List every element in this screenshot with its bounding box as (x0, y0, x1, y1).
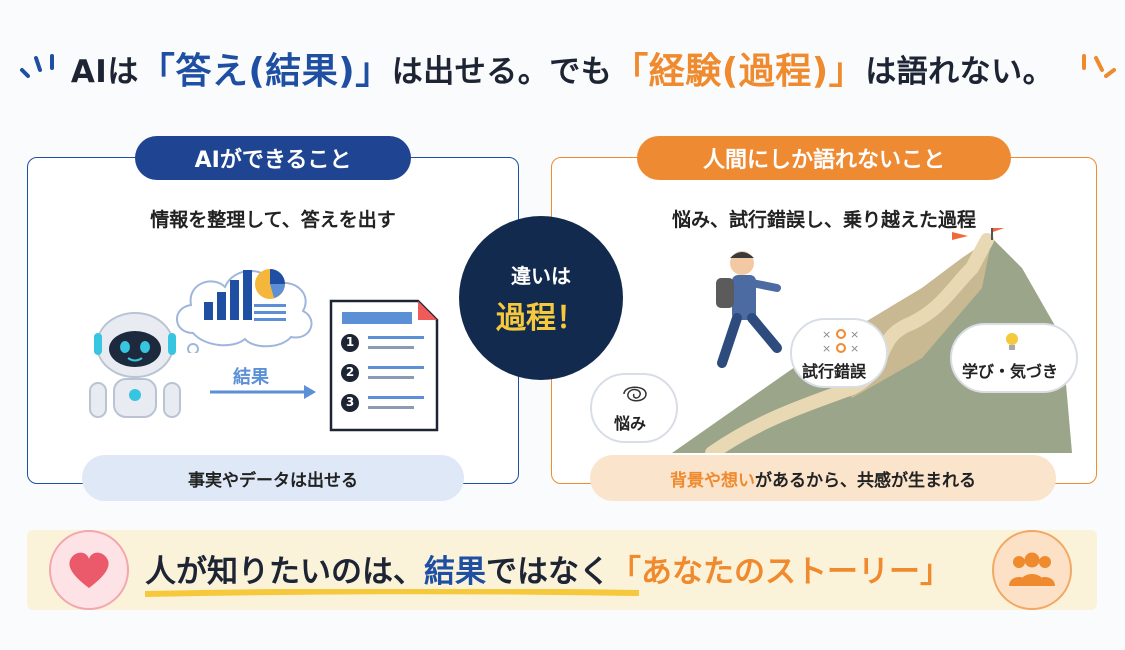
worry-bubble (590, 373, 678, 443)
svg-text:×: × (850, 328, 859, 341)
flag-icon (952, 232, 968, 240)
svg-text:×: × (850, 342, 859, 355)
learn-label: 学び・気づき (962, 362, 1059, 381)
page-title: AIは「答え(結果)」は出せる。でも「経験(過程)」は語れない。 (70, 51, 1055, 92)
bar-chart-icon (204, 270, 252, 320)
pie-chart-icon (254, 269, 286, 321)
people-badge (992, 530, 1072, 610)
document-icon (329, 299, 439, 432)
list-number-2: 2 (345, 365, 355, 379)
human-capability-pill: 人間にしか語れないこと (637, 136, 1011, 180)
scribble-icon (623, 386, 647, 402)
tic-tac-toe-icon: × × × × (822, 328, 859, 355)
badge-line1: 違いは (511, 263, 571, 288)
heart-icon (69, 552, 109, 588)
svg-text:×: × (822, 342, 831, 355)
human-bottom-rest: があるから、共感が生まれる (755, 470, 976, 491)
ai-subhead: 情報を整理して、答えを出す (150, 209, 396, 231)
svg-text:×: × (822, 328, 831, 341)
footer-banner: 人が知りたいのは、結果ではなく「あなたのストーリー」 (27, 530, 1097, 610)
ai-bottom-caption: 事実やデータは出せる (82, 455, 464, 501)
worry-label: 悩み (614, 414, 647, 433)
lightbulb-icon (1006, 333, 1018, 350)
list-number-3: 3 (345, 395, 355, 409)
human-bottom-highlight: 背景や想い (670, 470, 755, 491)
footer-message: 人が知りたいのは、結果ではなく「あなたのストーリー」 (145, 554, 951, 590)
human-subhead: 悩み、試行錯誤し、乗り越えた過程 (671, 209, 976, 231)
trial-label: 試行錯誤 (802, 362, 867, 381)
heart-badge (49, 530, 129, 610)
arrow-right-icon (210, 385, 316, 399)
robot-icon (89, 312, 181, 418)
difference-badge: 違いは 過程！ (459, 216, 623, 380)
people-icon (1009, 552, 1055, 586)
human-capability-panel: 人間にしか語れないこと 悩み、試行錯誤し、乗り越えた過程 悩み 試行錯誤 × ×… (551, 136, 1097, 501)
ai-capability-pill: AIができること (135, 136, 411, 180)
badge-line2: 過程！ (496, 300, 586, 336)
ai-capability-panel: AIができること 情報を整理して、答えを出す 結果 (27, 136, 519, 501)
arrow-label: 結果 (233, 367, 269, 388)
left-accent-marks (20, 54, 54, 78)
right-accent-marks (1082, 54, 1116, 78)
list-number-1: 1 (345, 335, 355, 349)
footer-underline (145, 589, 639, 597)
human-bottom-caption: 背景や想いがあるから、共感が生まれる (590, 455, 1056, 501)
